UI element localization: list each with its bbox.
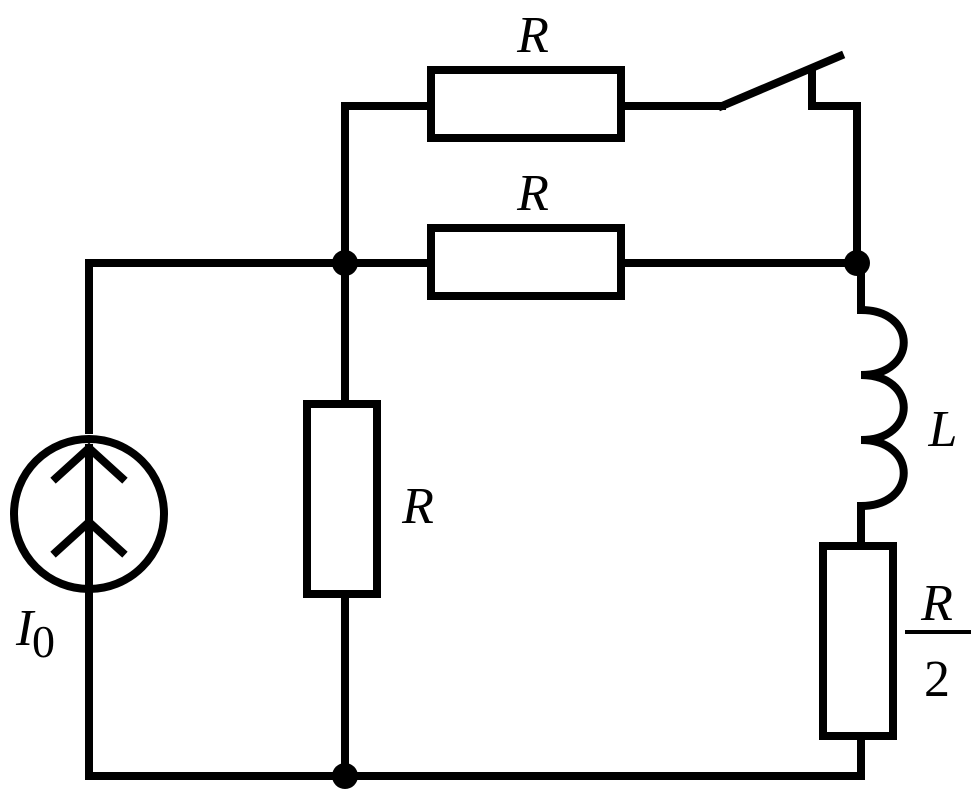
label-r-middle: R bbox=[516, 165, 549, 222]
resistor-vertical bbox=[303, 400, 381, 598]
wires bbox=[85, 102, 865, 780]
junction-node-c bbox=[332, 763, 358, 789]
junction-node-a bbox=[332, 250, 358, 276]
label-half-r-numerator: R bbox=[920, 575, 953, 632]
resistor-middle bbox=[427, 224, 625, 300]
label-inductor: L bbox=[928, 401, 958, 458]
label-half-r-denominator: 2 bbox=[924, 651, 950, 708]
label-source-symbol: I bbox=[15, 600, 36, 657]
current-source-icon bbox=[10, 435, 168, 602]
resistor-half bbox=[819, 542, 897, 740]
open-switch-icon bbox=[716, 50, 846, 112]
junction-node-b bbox=[844, 250, 870, 276]
label-source-subscript: 0 bbox=[32, 616, 55, 667]
resistor-top bbox=[427, 66, 625, 142]
junctions bbox=[332, 250, 870, 789]
label-r-top: R bbox=[516, 7, 549, 64]
label-r-vertical: R bbox=[401, 478, 434, 535]
inductor-coil-icon bbox=[856, 305, 908, 511]
